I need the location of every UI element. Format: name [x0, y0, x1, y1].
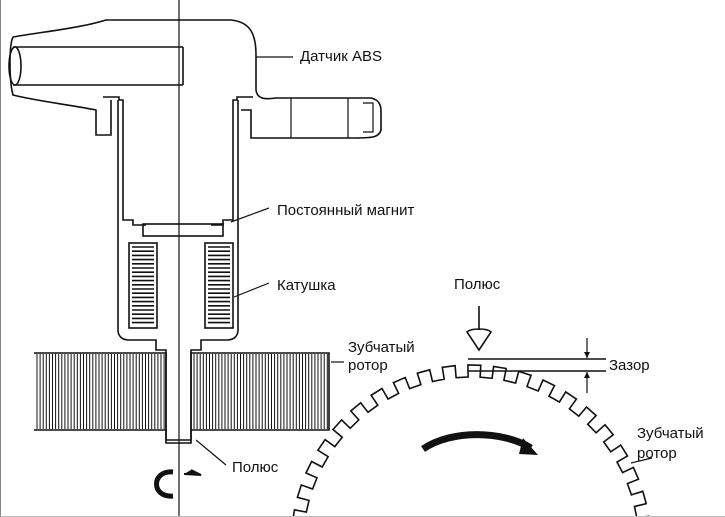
permanent-magnet: [142, 223, 224, 237]
toothed-rotor-gear: [292, 364, 650, 516]
label-gap: Зазор: [609, 357, 650, 374]
toothed-rotor-side: [34, 352, 330, 444]
label-permanent-magnet: Постоянный магнит: [277, 202, 415, 219]
label-coil: Катушка: [277, 277, 336, 294]
label-pole-top: Полюс: [454, 276, 501, 293]
sensor-body-right: [211, 96, 253, 226]
rotation-direction-arrow-icon: [421, 431, 533, 452]
coil-left: [128, 242, 158, 329]
cable: [9, 36, 112, 136]
label-abs-sensor: Датчик ABS: [300, 48, 382, 65]
label-toothed-rotor-left-2: ротор: [348, 357, 388, 374]
label-toothed-rotor-left-1: Зубчатый: [348, 339, 415, 356]
label-toothed-rotor-right-2: ротор: [637, 445, 677, 462]
label-pole-bottom: Полюс: [232, 459, 279, 476]
rotation-arrow-icon: [154, 469, 174, 499]
sensor-housing: [12, 19, 382, 139]
sensor-body-left: [103, 96, 146, 226]
pole-tip: [465, 306, 493, 352]
label-toothed-rotor-right-1: Зубчатый: [637, 425, 704, 442]
coil-right: [204, 242, 234, 329]
